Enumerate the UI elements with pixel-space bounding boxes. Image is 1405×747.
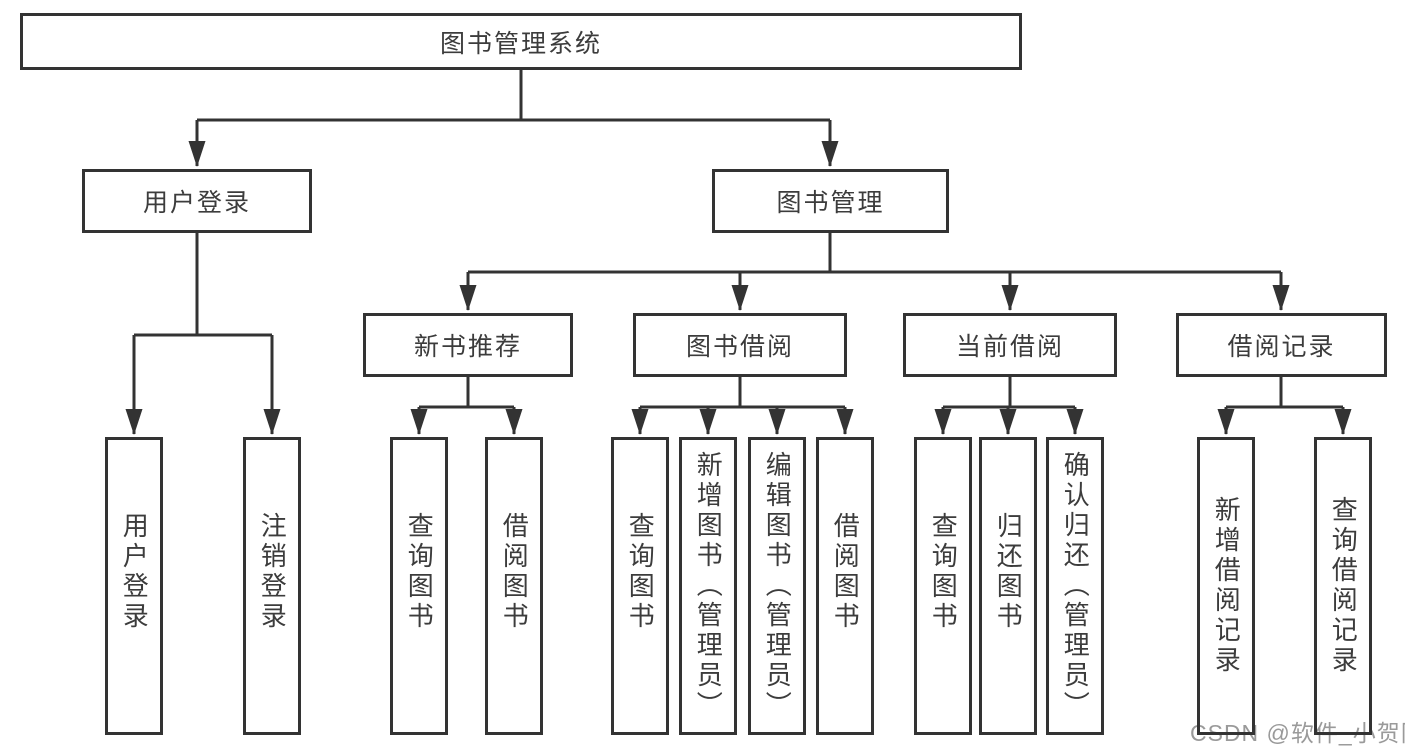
connector-current-borrow-rail	[943, 377, 1075, 409]
connector-book-borrow-rail	[640, 377, 845, 409]
leaf-borrow-books-2: 借阅图书	[816, 437, 874, 735]
leaf-borrow-books-2-label: 借阅图书	[830, 512, 861, 632]
node-book-borrow: 图书借阅	[633, 313, 847, 377]
connector-book-mgmt-rail	[468, 233, 1281, 274]
node-book-mgmt-label: 图书管理	[776, 189, 885, 217]
leaf-return-books: 归还图书	[979, 437, 1037, 735]
leaf-user-login-label: 用户登录	[119, 512, 150, 632]
leaf-query-books-1: 查询图书	[390, 437, 448, 735]
leaf-query-borrow-record: 查询借阅记录	[1314, 437, 1372, 735]
leaf-return-books-label: 归还图书	[993, 512, 1024, 632]
leaf-confirm-return-label: 确认归还（管理员）	[1060, 451, 1091, 721]
leaf-borrow-books-1: 借阅图书	[485, 437, 543, 735]
connector-root-rail	[197, 70, 830, 122]
leaf-query-books-3: 查询图书	[914, 437, 972, 735]
leaf-query-books-2: 查询图书	[611, 437, 669, 735]
leaf-query-books-2-label: 查询图书	[625, 512, 656, 632]
node-borrow-record: 借阅记录	[1176, 313, 1387, 377]
leaf-edit-books-label: 编辑图书（管理员）	[762, 451, 793, 721]
leaf-confirm-return: 确认归还（管理员）	[1046, 437, 1104, 735]
leaf-logout-label: 注销登录	[257, 512, 288, 632]
leaf-add-books: 新增图书（管理员）	[679, 437, 737, 735]
leaf-query-books-1-label: 查询图书	[404, 512, 435, 632]
leaf-borrow-books-1-label: 借阅图书	[499, 512, 530, 632]
leaf-edit-books: 编辑图书（管理员）	[748, 437, 806, 735]
node-user-login: 用户登录	[82, 169, 312, 233]
leaf-logout: 注销登录	[243, 437, 301, 735]
node-borrow-record-label: 借阅记录	[1227, 333, 1336, 361]
node-new-book-rec-label: 新书推荐	[413, 333, 522, 361]
node-user-login-label: 用户登录	[142, 189, 251, 217]
node-book-borrow-label: 图书借阅	[685, 333, 794, 361]
leaf-add-books-label: 新增图书（管理员）	[693, 451, 724, 721]
leaf-add-borrow-record-label: 新增借阅记录	[1211, 496, 1242, 676]
node-root: 图书管理系统	[20, 13, 1022, 70]
connector-user-login-rail	[134, 233, 272, 337]
leaf-user-login: 用户登录	[105, 437, 163, 735]
node-book-mgmt: 图书管理	[712, 169, 949, 233]
node-new-book-rec: 新书推荐	[363, 313, 573, 377]
leaf-query-books-3-label: 查询图书	[928, 512, 959, 632]
connector-new-book-rail	[419, 377, 514, 409]
leaf-add-borrow-record: 新增借阅记录	[1197, 437, 1255, 735]
leaf-query-borrow-record-label: 查询借阅记录	[1328, 496, 1359, 676]
node-current-borrow-label: 当前借阅	[955, 333, 1064, 361]
node-root-label: 图书管理系统	[439, 29, 602, 58]
connector-borrow-record-rail	[1226, 377, 1343, 409]
node-current-borrow: 当前借阅	[903, 313, 1117, 377]
